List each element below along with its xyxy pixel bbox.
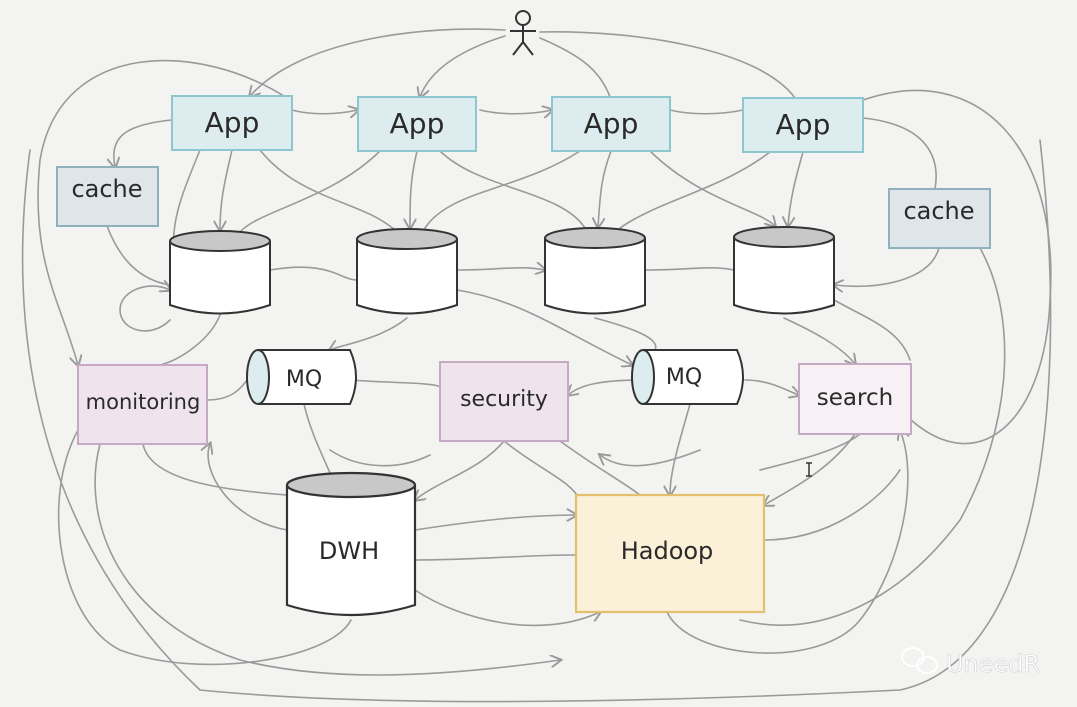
app-box-3: App xyxy=(551,96,671,152)
cache-box-left: cache xyxy=(56,166,159,227)
search-label: search xyxy=(817,385,893,411)
mq-label: MQ xyxy=(286,367,322,392)
connection-line xyxy=(783,317,855,364)
dwh-label: DWH xyxy=(319,537,379,565)
connection-line xyxy=(594,317,657,351)
connection-line xyxy=(649,150,775,226)
connection-line xyxy=(763,469,901,541)
connection-line xyxy=(415,440,505,500)
database-cylinder-3 xyxy=(544,227,646,315)
connection-line xyxy=(559,440,641,496)
connection-line xyxy=(539,31,796,99)
text-cursor-icon xyxy=(806,462,812,477)
connection-line xyxy=(330,317,408,350)
connection-line xyxy=(600,449,701,467)
connection-line xyxy=(862,117,937,190)
database-cylinder-1 xyxy=(169,230,271,315)
connection-line xyxy=(439,150,586,229)
connection-line xyxy=(739,247,1006,626)
connection-line xyxy=(94,443,560,676)
monitoring-box: monitoring xyxy=(77,364,208,445)
connection-line xyxy=(57,429,352,666)
connection-line xyxy=(666,430,908,654)
connection-line xyxy=(669,109,744,115)
connection-line xyxy=(410,150,418,228)
app-label: App xyxy=(205,106,260,139)
connection-line xyxy=(206,379,248,401)
app-box-2: App xyxy=(357,96,477,152)
connection-line xyxy=(424,150,581,229)
search-box: search xyxy=(798,363,912,435)
app-label: App xyxy=(390,107,445,140)
connection-line xyxy=(37,59,291,365)
connection-line xyxy=(456,268,545,270)
connection-line xyxy=(106,225,171,286)
monitoring-label: monitoring xyxy=(86,390,201,414)
connection-line xyxy=(479,110,552,114)
connection-line xyxy=(269,266,358,281)
connection-line xyxy=(759,433,861,471)
security-label: security xyxy=(460,387,548,412)
connection-line xyxy=(456,289,632,365)
connection-line xyxy=(259,149,396,231)
app-label: App xyxy=(776,108,831,141)
hadoop-label: Hadoop xyxy=(621,537,714,565)
cache-label: cache xyxy=(903,197,974,225)
connection-line xyxy=(644,266,735,271)
app-label: App xyxy=(584,107,639,140)
connection-line xyxy=(159,314,221,366)
connection-line xyxy=(833,299,911,361)
connection-line xyxy=(764,433,856,505)
connection-line xyxy=(119,286,170,332)
connection-line xyxy=(291,110,358,114)
hadoop-box: Hadoop xyxy=(574,493,766,614)
connection-line xyxy=(329,449,431,467)
connection-line xyxy=(414,589,600,627)
database-cylinder-4 xyxy=(733,226,835,315)
app-box-4: App xyxy=(742,97,864,153)
watermark: UneedR xyxy=(901,647,1041,678)
mq-cylinder-2: MQ xyxy=(631,349,744,405)
mq-cylinder-1: MQ xyxy=(246,349,357,405)
connection-line xyxy=(142,443,288,496)
connection-line xyxy=(834,247,940,286)
database-cylinder-2 xyxy=(356,228,458,315)
connection-line xyxy=(349,379,446,401)
watermark-text: UneedR xyxy=(946,650,1040,678)
connection-line xyxy=(21,139,1052,703)
cache-label: cache xyxy=(71,175,142,203)
connection-line xyxy=(598,150,612,227)
dwh-cylinder: DWH xyxy=(285,471,417,617)
connection-line xyxy=(414,554,577,561)
connection-line xyxy=(539,37,611,98)
connection-line xyxy=(744,379,799,395)
connection-line xyxy=(303,403,331,474)
stick-figure-user-icon xyxy=(510,10,536,56)
connection-line xyxy=(619,151,771,229)
mq-label: MQ xyxy=(666,365,702,390)
connection-line xyxy=(250,28,506,96)
connection-line xyxy=(670,403,691,495)
security-box: security xyxy=(439,361,569,442)
connection-line xyxy=(503,440,581,501)
connection-line xyxy=(114,119,173,167)
connection-line xyxy=(220,149,233,230)
connection-line xyxy=(239,150,381,233)
app-box-1: App xyxy=(171,95,293,151)
connection-line xyxy=(420,35,506,97)
wechat-icon xyxy=(901,647,938,674)
cache-box-right: cache xyxy=(888,188,991,249)
connection-line xyxy=(862,89,1052,445)
connection-line xyxy=(208,444,288,531)
connection-line xyxy=(788,151,804,226)
connection-line xyxy=(414,515,576,531)
